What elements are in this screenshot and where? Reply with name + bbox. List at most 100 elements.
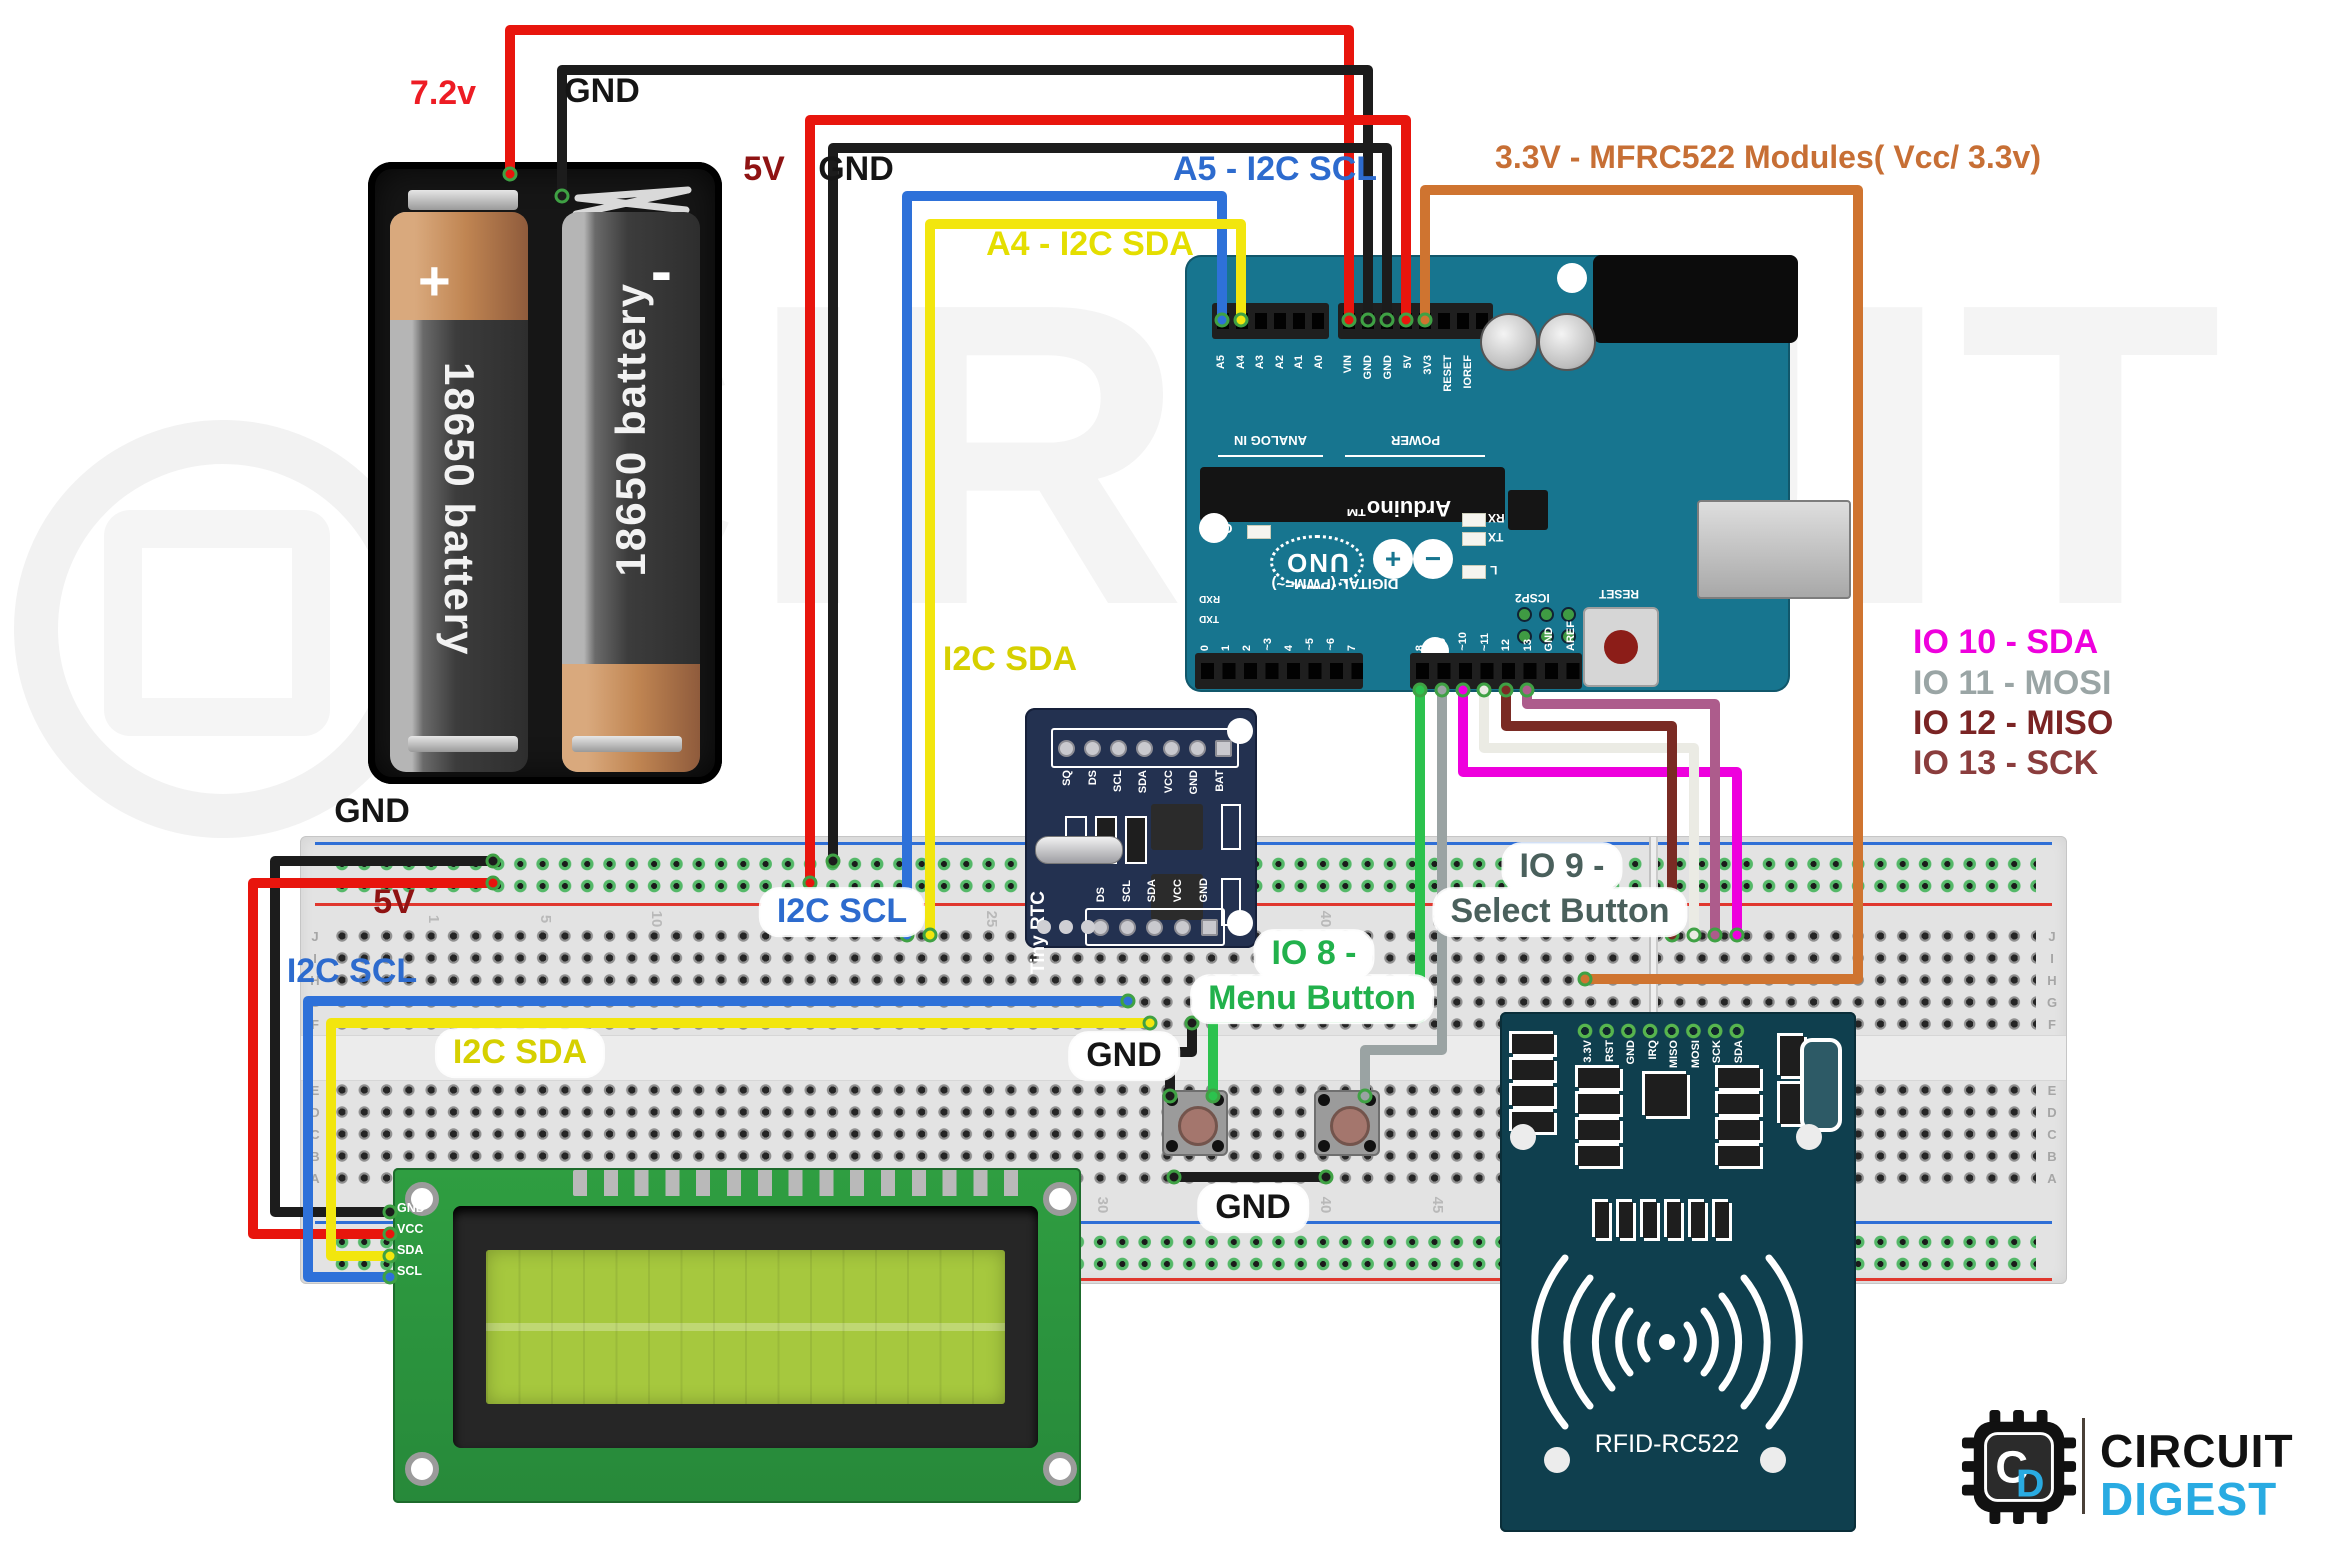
on-led xyxy=(1247,525,1271,539)
logo-letter-c: C xyxy=(1995,1442,2028,1493)
power-pin-labels-item: IOREF xyxy=(1461,355,1474,389)
rfid-mount-hole xyxy=(1760,1447,1786,1473)
rtc-top-pin-labels-item: SQ xyxy=(1061,770,1074,786)
button-leg xyxy=(1318,1140,1330,1152)
rfid-antenna-icon xyxy=(1531,1254,1803,1430)
digital-pin-labels-left-item: 1 xyxy=(1220,644,1232,651)
on-label: ON xyxy=(1213,521,1233,536)
rfid-component xyxy=(1578,1094,1620,1114)
rtc-resistor xyxy=(1221,804,1241,850)
analog-pin-labels-item: A5 xyxy=(1215,355,1228,370)
breadboard-letters-top-left-item: J xyxy=(311,928,319,944)
logo-divider xyxy=(2082,1418,2085,1514)
battery-cell-right-label: 18650 battery xyxy=(607,282,654,577)
rtc-pin-hole xyxy=(1162,739,1180,757)
usb-interface-chip xyxy=(1508,490,1548,530)
rtc-pad xyxy=(1059,920,1073,934)
circuitdigest-logo: C D CIRCUIT DIGEST xyxy=(1960,1408,2340,1528)
digital-pin-labels-left-item: 7 xyxy=(1346,644,1358,651)
battery-cell-left: + 18650 battery xyxy=(390,212,528,772)
rtc-pad xyxy=(1037,920,1051,934)
battery-holder: + 18650 battery - 18650 battery xyxy=(368,162,722,784)
label-gnd-battery: GND xyxy=(564,72,640,111)
usb-port xyxy=(1697,500,1851,599)
analog-pin-labels-item: A2 xyxy=(1273,355,1286,370)
power-caption: POWER xyxy=(1390,433,1441,448)
button-leg xyxy=(1166,1140,1178,1152)
rtc-top-pin-labels-item: SDA xyxy=(1137,770,1150,794)
analog-pin-labels-item: A4 xyxy=(1234,355,1247,370)
rtc-top-pin-labels-item: VCC xyxy=(1162,770,1175,794)
arduino-brand: Arduino™ xyxy=(1344,496,1452,521)
power-pin-labels-item: VIN xyxy=(1341,355,1354,374)
button-leg xyxy=(1212,1140,1224,1152)
digital-pin-labels-right-item: 8 xyxy=(1414,644,1427,651)
circuitdigest-chip-icon: C D xyxy=(1961,1409,2077,1525)
breadboard-blue-line-bottom xyxy=(315,1221,2052,1224)
rfid-component xyxy=(1718,1120,1760,1140)
digital-header-right xyxy=(1410,653,1582,689)
rtc-pin-hole xyxy=(1189,739,1207,757)
breadboard-letters-bottom-right-item: E xyxy=(2047,1082,2057,1098)
digital-pin-labels-left-item: 4 xyxy=(1283,644,1295,651)
breadboard-letters-top-right-item: I xyxy=(2050,950,2054,966)
power-header xyxy=(1338,303,1493,339)
reset-button xyxy=(1583,607,1659,687)
logo-letter-d: D xyxy=(2016,1462,2044,1506)
select-push-button xyxy=(1314,1090,1380,1156)
digital-pin-labels-right-item: GND xyxy=(1543,626,1556,651)
lcd-mount-hole xyxy=(405,1452,439,1486)
label-5v-top: 5V xyxy=(743,150,785,189)
button-cap xyxy=(1178,1106,1218,1146)
rtc-bottom-pin-labels-item: SDA xyxy=(1146,878,1159,902)
tx-led xyxy=(1462,532,1486,546)
watermark-chip-square xyxy=(104,510,330,736)
label-a5-i2c-scl: A5 - I2C SCL xyxy=(1172,150,1378,189)
breadboard-letters-bottom-right-item: D xyxy=(2047,1104,2057,1120)
breadboard-letters-top-left-item: I xyxy=(313,950,317,966)
rfid-component xyxy=(1578,1120,1620,1140)
battery-contact-plate-left xyxy=(408,190,518,210)
breadboard-letters-top-left-item: F xyxy=(311,1016,319,1032)
battery-cell-left-cap xyxy=(390,212,528,320)
battery-cell-right-cap xyxy=(562,664,700,772)
lcd-bezel xyxy=(453,1206,1038,1448)
breadboard-letters-bottom-right-item: C xyxy=(2047,1126,2057,1142)
digital-pin-labels-left-item: ~5 xyxy=(1304,638,1316,651)
rtc-bottom-pin-labels-item: DS xyxy=(1095,886,1108,902)
l-led xyxy=(1462,565,1486,579)
rfid-component xyxy=(1512,1060,1554,1080)
analog-caption: ANALOG IN xyxy=(1234,433,1307,448)
rtc-top-pin-labels-item: SCL xyxy=(1112,770,1125,792)
rfid-component xyxy=(1512,1034,1554,1054)
rfid-finger xyxy=(1643,1202,1657,1238)
button-leg xyxy=(1364,1140,1376,1152)
infinity-minus-circle: − xyxy=(1413,539,1453,579)
analog-pin-labels-item: A3 xyxy=(1254,355,1267,370)
lcd-screen xyxy=(486,1250,1005,1404)
rfid-finger xyxy=(1715,1202,1729,1238)
button-leg xyxy=(1364,1094,1376,1106)
rtc-pin-hole xyxy=(1200,918,1218,936)
power-pin-labels-item: RESET xyxy=(1441,355,1454,392)
reset-button-cap xyxy=(1604,630,1638,664)
breadboard-letters-bottom-left-item: E xyxy=(310,1082,320,1098)
rtc-pin-hole xyxy=(1215,739,1233,757)
breadboard-letters-top-right-item: F xyxy=(2048,1016,2056,1032)
analog-caption-line xyxy=(1218,455,1323,457)
rtc-bottom-pin-labels-item: SCL xyxy=(1120,880,1133,902)
rfid-main-chip xyxy=(1645,1074,1687,1116)
logo-circuit-text: CIRCUIT xyxy=(2100,1425,2294,1477)
digital-pin-labels-right-item: AREF xyxy=(1564,621,1577,651)
rx-led xyxy=(1462,513,1486,527)
